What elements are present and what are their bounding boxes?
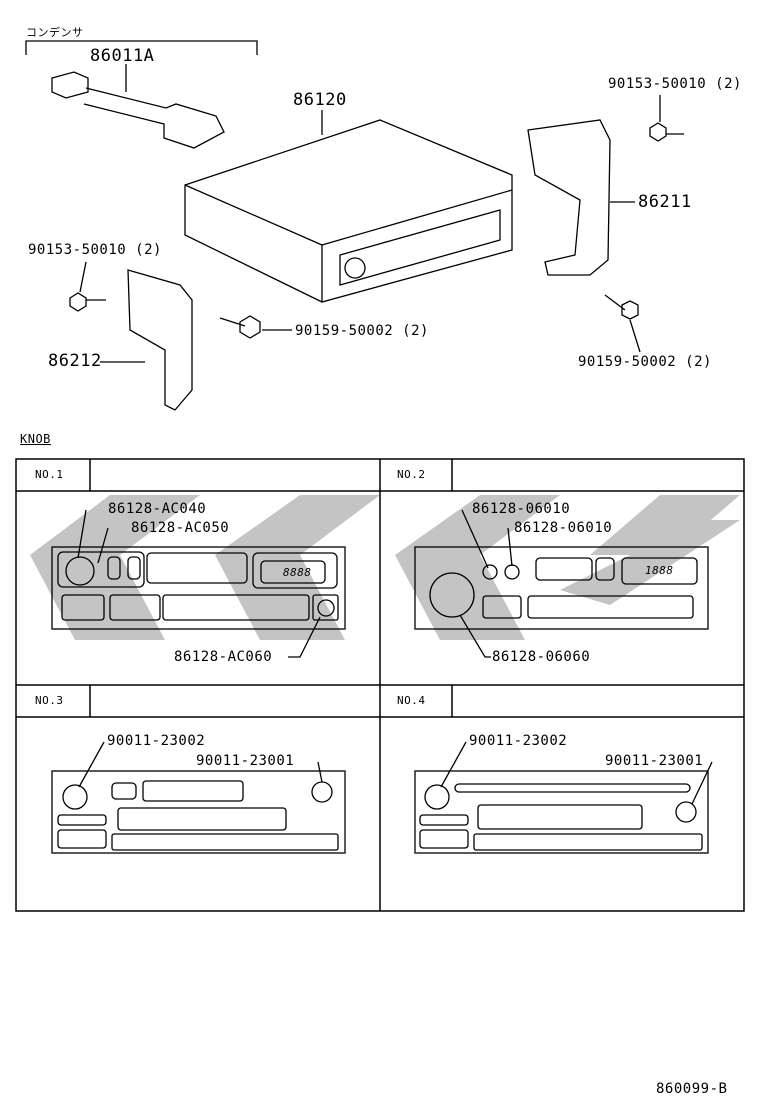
harness-drawing xyxy=(51,71,225,149)
part-label-screw-top-right: 90153-50010 (2) xyxy=(608,76,742,92)
panel-no1-title: NO.1 xyxy=(35,468,64,481)
panel-no3-part-1: 90011-23002 xyxy=(107,733,206,749)
part-label-harness: 86011A xyxy=(90,46,155,66)
radio-face-no1 xyxy=(51,509,346,658)
radio-face-no2 xyxy=(414,509,709,658)
panel-no2-display: 1888 xyxy=(645,564,674,577)
condenser-bracket xyxy=(25,40,258,55)
part-label-bolt-right: 90159-50002 (2) xyxy=(578,354,712,370)
part-label-screw-left: 90153-50010 (2) xyxy=(28,242,162,258)
bracket-right-drawing xyxy=(527,119,611,276)
part-label-bracket-left: 86212 xyxy=(48,351,102,371)
knob-table-grid xyxy=(15,458,745,912)
bolt-right xyxy=(604,294,639,320)
radio-face-no4 xyxy=(414,741,713,854)
part-label-bracket-right: 86211 xyxy=(638,192,692,212)
radio-unit-drawing xyxy=(184,119,513,303)
screw-left xyxy=(69,292,106,312)
radio-face-no3 xyxy=(51,741,346,854)
bolt-center xyxy=(219,315,261,339)
panel-no3-title: NO.3 xyxy=(35,694,64,707)
figure-code: 860099-B xyxy=(656,1081,728,1097)
panel-no2-part-2: 86128-06010 xyxy=(514,520,613,536)
panel-no4-part-2: 90011-23001 xyxy=(605,753,704,769)
panel-no3-part-2: 90011-23001 xyxy=(196,753,295,769)
panel-no2-title: NO.2 xyxy=(397,468,426,481)
panel-no1-part-3: 86128-AC060 xyxy=(174,649,273,665)
screw-top-right xyxy=(649,122,684,142)
panel-no1-display: 8888 xyxy=(283,566,312,579)
panel-no1-part-1: 86128-AC040 xyxy=(108,501,207,517)
condenser-label: コンデンサ xyxy=(26,26,84,39)
part-label-bolt-center: 90159-50002 (2) xyxy=(295,323,429,339)
knob-section-title: KNOB xyxy=(20,432,51,446)
part-label-radio-unit: 86120 xyxy=(293,90,347,110)
panel-no4-part-1: 90011-23002 xyxy=(469,733,568,749)
panel-no2-part-3: 86128-06060 xyxy=(492,649,591,665)
bracket-left-drawing xyxy=(127,269,193,411)
panel-no1-part-2: 86128-AC050 xyxy=(131,520,230,536)
panel-no2-part-1: 86128-06010 xyxy=(472,501,571,517)
panel-no4-title: NO.4 xyxy=(397,694,426,707)
